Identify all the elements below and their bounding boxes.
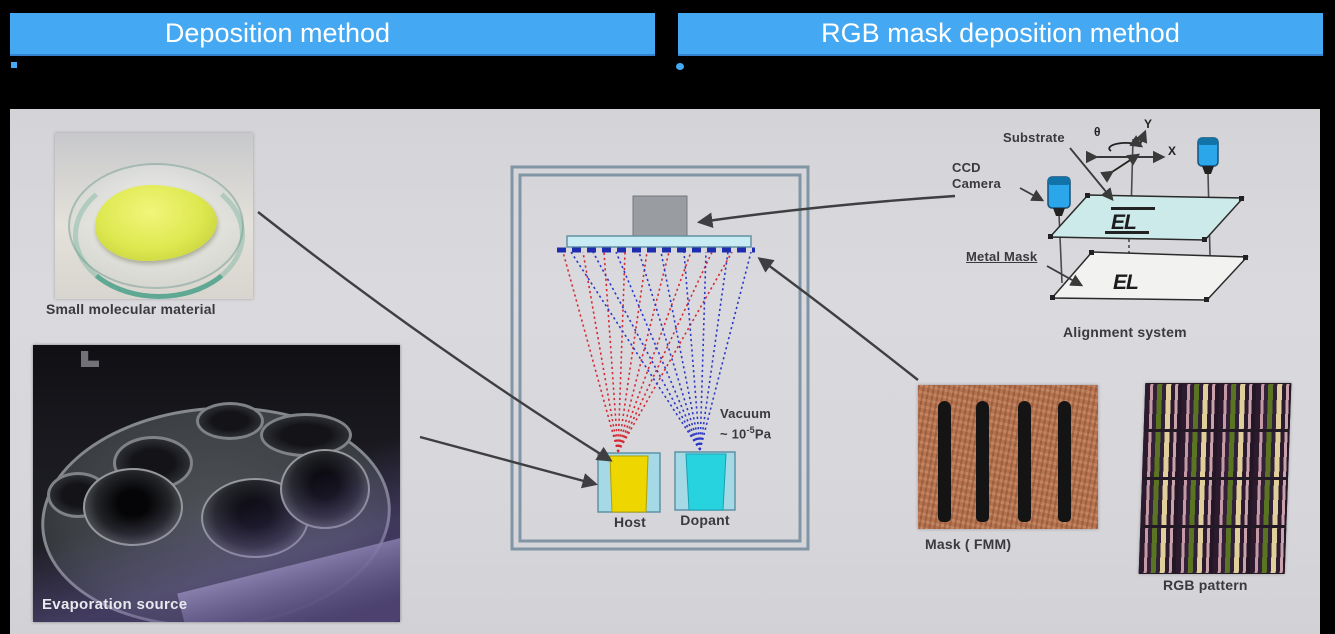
- flux-line-blue: [699, 251, 707, 451]
- flux-line-blue: [660, 251, 701, 451]
- corner-mark: [1050, 295, 1055, 300]
- ccd-camera-left-icon: [1047, 176, 1071, 216]
- flux-line-blue: [638, 251, 701, 451]
- dopant-material: [685, 453, 727, 511]
- substrate-el-mark: EL: [1111, 211, 1136, 234]
- bullet-point-left: [11, 62, 17, 68]
- corner-mark: [1089, 250, 1094, 255]
- flux-line-red: [582, 251, 619, 453]
- dopant-label: Dopant: [680, 512, 730, 528]
- title-rgb-mask: RGB mask deposition method: [821, 18, 1180, 48]
- flux-line-blue: [615, 251, 701, 451]
- flux-line-red: [617, 251, 692, 453]
- host-material: [609, 455, 649, 513]
- mask-slot: [1018, 401, 1031, 522]
- slide: Small molecular material Evaporation sou…: [10, 109, 1320, 634]
- vacuum-word: Vacuum: [720, 406, 772, 421]
- theta-axis-label: θ: [1094, 125, 1101, 139]
- mask-slot: [938, 401, 951, 522]
- glass-dish-rim: [73, 171, 245, 299]
- alignment-mark-bar: [1105, 231, 1149, 234]
- title-bar-deposition: Deposition method: [10, 13, 655, 56]
- rgb-pattern-row: [1143, 384, 1292, 429]
- corner-mark: [1048, 234, 1053, 239]
- metal-mask-label: Metal Mask: [966, 249, 1038, 264]
- flux-line-red: [617, 251, 670, 453]
- flux-line-red: [617, 251, 648, 453]
- rgb-pattern-image: [1138, 383, 1292, 574]
- y-axis-label: Y: [1144, 117, 1152, 131]
- substrate-label: Substrate: [1003, 130, 1065, 145]
- substrate-plate: [566, 235, 752, 248]
- metal-mask-pointer-arrow: [1046, 265, 1084, 287]
- ccd-camera-label: CCD Camera: [952, 160, 1001, 191]
- evaporation-source-label: Evaporation source: [42, 596, 188, 613]
- mask-fmm-image: [918, 385, 1098, 529]
- mask-slot: [1058, 401, 1071, 522]
- bullet-point-right: [676, 63, 684, 70]
- flux-line-blue: [683, 251, 701, 451]
- xyz-axis-indicator: θ Y X: [1085, 117, 1176, 183]
- purple-light: [33, 345, 400, 622]
- flux-line-blue: [699, 251, 729, 451]
- corner-mark: [1085, 193, 1090, 198]
- substrate-holder-block: [632, 195, 688, 238]
- small-molecular-material-photo: [55, 133, 253, 299]
- flux-line-blue: [592, 251, 701, 451]
- corner-mark: [1239, 196, 1244, 201]
- vacuum-label: Vacuum ~ 10-5Pa: [720, 406, 771, 442]
- flux-line-red: [617, 251, 733, 453]
- rgb-pattern-row: [1138, 528, 1287, 573]
- x-axis-label: X: [1168, 144, 1176, 158]
- title-deposition: Deposition method: [164, 18, 391, 48]
- substrate-pointer-arrow: [1069, 147, 1114, 201]
- corner-mark: [1243, 255, 1248, 260]
- host-label: Host: [614, 514, 646, 530]
- yellow-powder: [95, 185, 217, 261]
- vacuum-value: ~ 10-5Pa: [720, 425, 772, 442]
- rgb-pattern-row: [1140, 480, 1288, 525]
- flux-line-red: [603, 251, 619, 453]
- title-bar-rgb-mask: RGB mask deposition method: [678, 13, 1323, 56]
- corner-mark: [1202, 237, 1207, 242]
- flux-line-red: [562, 251, 619, 453]
- evaporation-source-photo: Evaporation source: [33, 345, 400, 622]
- alignment-mark-bar: [1111, 207, 1155, 210]
- alignment-system-caption: Alignment system: [1063, 324, 1187, 340]
- mask-fmm-label: Mask ( FMM): [925, 536, 1012, 552]
- mask-el-mark: EL: [1113, 271, 1138, 294]
- ccd-pointer-arrow: [1019, 187, 1045, 202]
- flux-line-red: [617, 251, 713, 453]
- metal-mask-plate-3d: [1050, 251, 1249, 301]
- small-molecular-material-label: Small molecular material: [46, 301, 216, 317]
- mask-fmm-slots: [918, 385, 1098, 529]
- rgb-pattern-label: RGB pattern: [1163, 577, 1248, 593]
- mask-slot: [976, 401, 989, 522]
- corner-mark: [1204, 297, 1209, 302]
- alignment-system-diagram: EL EL: [1019, 117, 1249, 302]
- flux-line-red: [617, 251, 626, 453]
- rgb-pattern-row: [1142, 432, 1290, 477]
- ccd-camera-right-icon: [1197, 137, 1219, 174]
- vacuum-chamber-diagram: [510, 165, 810, 551]
